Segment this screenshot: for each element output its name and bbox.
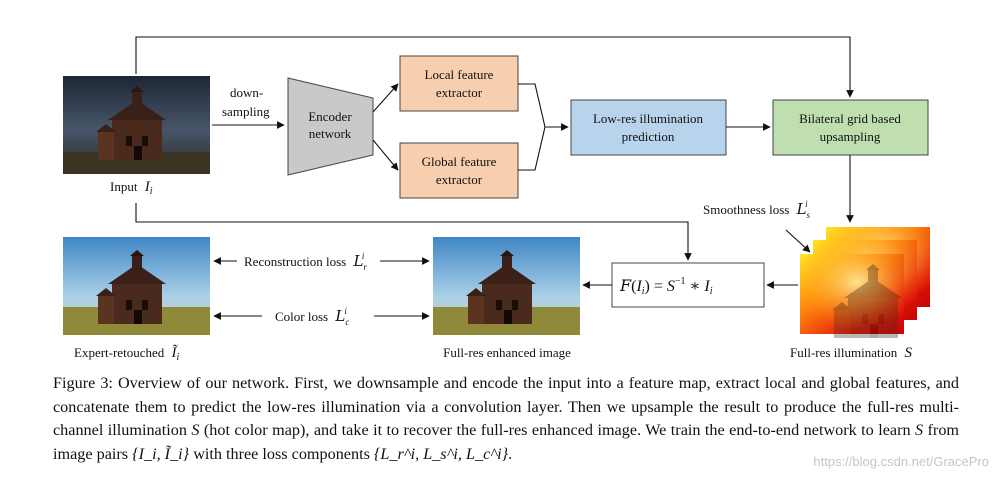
network-diagram: down- sampling Encoder network Local fea…: [63, 36, 930, 363]
encoder-label-1: Encoder: [308, 109, 352, 124]
downsampling-label-1: down-: [230, 85, 263, 100]
expert-caption: Expert-retouched Ĩi: [74, 344, 179, 363]
bilateral-label-1: Bilateral grid based: [799, 111, 901, 126]
caption-part-1: Figure 3: Overview of our network. First…: [53, 374, 959, 439]
global-feature-box: [399, 142, 519, 199]
lowres-label-2: prediction: [622, 129, 675, 144]
connectors: [135, 36, 854, 320]
bilateral-label-2: upsampling: [820, 129, 881, 144]
reconstruction-loss-label: Reconstruction loss Lri: [244, 251, 367, 272]
illumination-caption: Full-res illumination S: [790, 345, 913, 361]
input-image: [63, 76, 210, 174]
caption-losses: {L_r^i, L_s^i, L_c^i}: [373, 444, 509, 463]
caption-S-1: S: [191, 421, 200, 439]
local-feature-box: [399, 55, 519, 112]
encoder-network-box: [287, 77, 374, 176]
caption-part-5: .: [508, 444, 513, 463]
illumination-stack: [800, 227, 930, 338]
local-feature-label-1: Local feature: [425, 67, 494, 82]
lowres-illumination-box: [570, 99, 727, 156]
enhanced-caption: Full-res enhanced image: [443, 345, 571, 360]
global-feature-label-2: extractor: [436, 172, 483, 187]
caption-part-3: from image pairs: [53, 421, 960, 463]
formula-box: [611, 262, 765, 308]
caption-part-4: with three loss components: [189, 444, 374, 463]
figure-caption: Figure 3: Overview of our network. First…: [53, 372, 959, 466]
enhanced-image: [433, 237, 580, 335]
caption-part-2: (hot color map), and take it to recover …: [199, 421, 915, 439]
color-loss-label: Color loss Lci: [275, 306, 349, 327]
global-feature-label-1: Global feature: [422, 154, 497, 169]
smoothness-loss-label: Smoothness loss Lsi: [703, 199, 811, 220]
caption-S-2: S: [915, 421, 924, 439]
caption-pairs: {I_i, Ĩ_i}: [132, 444, 190, 463]
lowres-label-1: Low-res illumination: [593, 111, 704, 126]
expert-retouched-image: [63, 237, 210, 335]
bilateral-grid-box: [772, 99, 929, 156]
watermark: https://blog.csdn.net/GracePro: [813, 454, 989, 469]
downsampling-label-2: sampling: [222, 104, 270, 119]
local-feature-label-2: extractor: [436, 85, 483, 100]
formula-text: F(Ii) = S−1 ∗ Ii: [619, 276, 713, 297]
input-caption: Input Ii: [110, 179, 153, 197]
encoder-label-2: network: [309, 126, 352, 141]
